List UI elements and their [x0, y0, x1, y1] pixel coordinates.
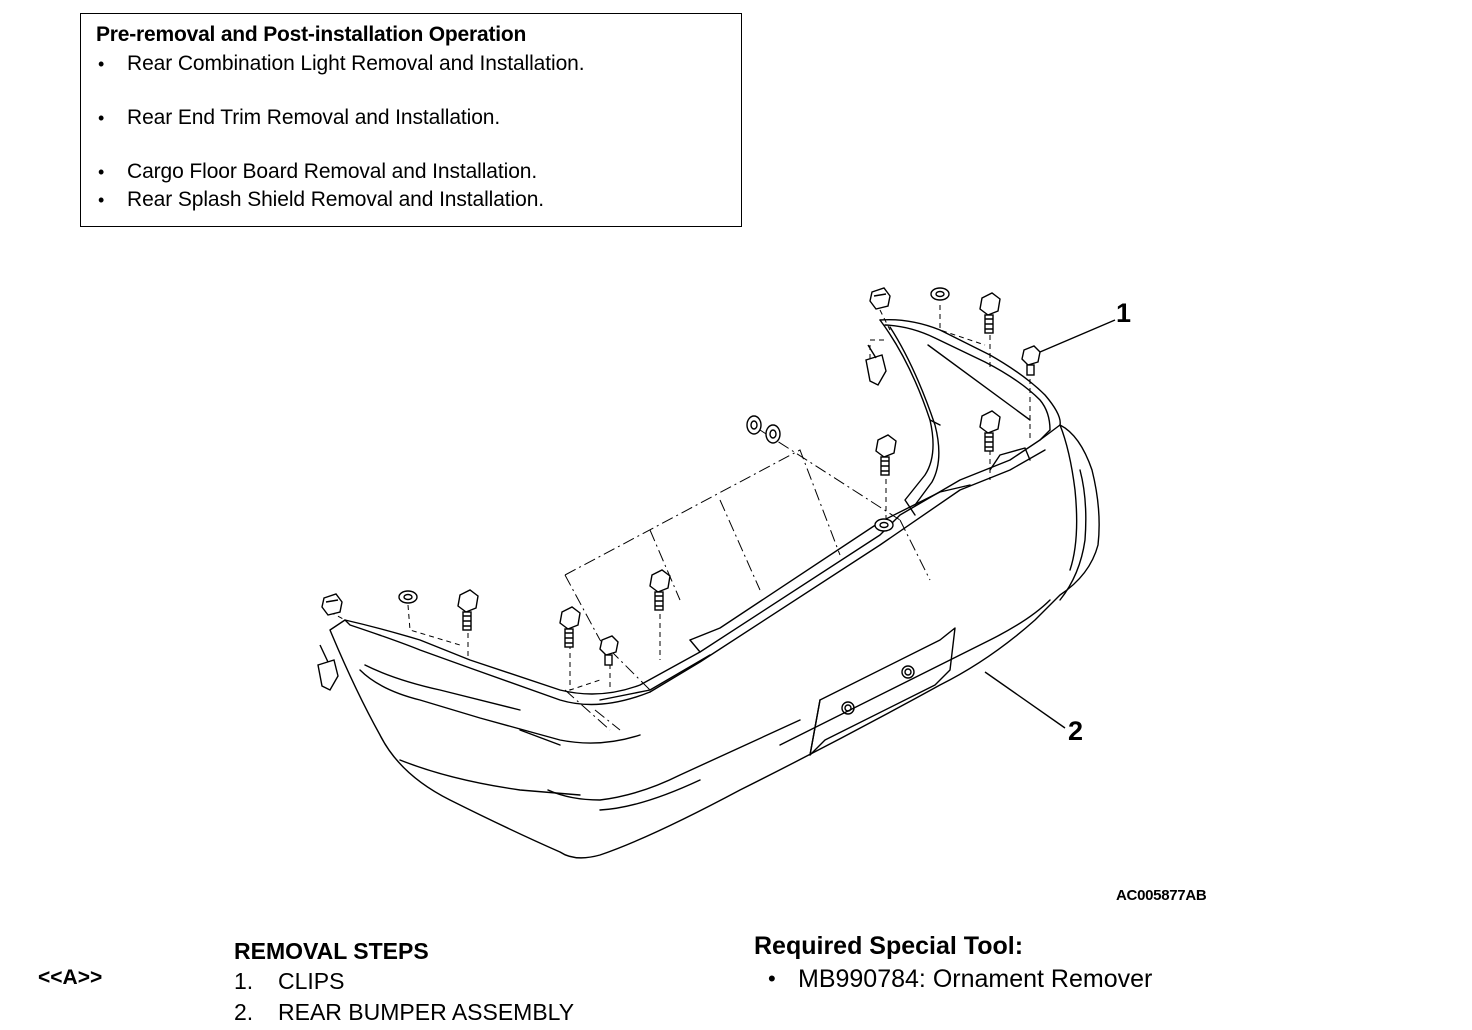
bolt [979, 292, 1001, 334]
bumper-top-rim [649, 449, 1046, 693]
pre-removal-item: Cargo Floor Board Removal and Installati… [96, 158, 741, 186]
bolt [875, 434, 897, 476]
plate-bolt [841, 701, 855, 715]
pre-removal-title: Pre-removal and Post-installation Operat… [96, 23, 527, 46]
leader-line-1 [1039, 319, 1116, 353]
special-tool-item: MB990784: Ornament Remover [754, 962, 1152, 996]
grommet [930, 287, 950, 301]
pre-removal-item: Rear Splash Shield Removal and Installat… [96, 186, 741, 214]
callout-2: 2 [1068, 716, 1084, 746]
bolt [457, 589, 479, 631]
step-number: 2. [234, 999, 254, 1025]
alignment-line [564, 449, 841, 576]
step-number: 1. [234, 968, 254, 994]
pre-removal-list: Rear Combination Light Removal and Insta… [96, 50, 741, 214]
clip-nut [321, 593, 343, 616]
pre-removal-item: Rear End Trim Removal and Installation. [96, 104, 741, 132]
clip-nut [869, 287, 891, 310]
license-recess [809, 627, 956, 756]
step-label: REAR BUMPER ASSEMBLY [278, 999, 575, 1025]
removal-steps: REMOVAL STEPS 1. CLIPS 2. REAR BUMPER ASSE… [234, 936, 574, 1028]
note-reference: <<A>> [38, 966, 103, 989]
special-tool: Required Special Tool: MB990784: Ornamen… [754, 930, 1152, 996]
leader-line-2 [984, 671, 1066, 729]
plate-bolt [901, 665, 915, 679]
special-tool-title: Required Special Tool: [754, 932, 1024, 960]
side-screw [317, 644, 339, 691]
removal-step: 1. CLIPS [234, 966, 574, 997]
step-label: CLIPS [278, 968, 345, 994]
bolt [979, 410, 1001, 452]
bumper-body-line [364, 664, 521, 711]
side-screw [865, 344, 887, 386]
callout-1: 1 [1116, 298, 1132, 328]
figure-code: AC005877AB [1116, 887, 1207, 904]
bolt [559, 606, 581, 648]
washer-pair [746, 415, 781, 444]
bumper-inner-rim [344, 619, 651, 706]
clip-screw [599, 635, 619, 666]
grommet [874, 518, 894, 532]
grommet [398, 590, 418, 604]
removal-step: 2. REAR BUMPER ASSEMBLY [234, 997, 574, 1028]
clip-screw [1021, 345, 1041, 376]
bumper-outline [329, 424, 1100, 859]
pre-removal-box: Pre-removal and Post-installation Operat… [80, 13, 742, 227]
pre-removal-item: Rear Combination Light Removal and Insta… [96, 50, 741, 78]
removal-steps-title: REMOVAL STEPS [234, 938, 429, 964]
bolt [649, 569, 671, 611]
